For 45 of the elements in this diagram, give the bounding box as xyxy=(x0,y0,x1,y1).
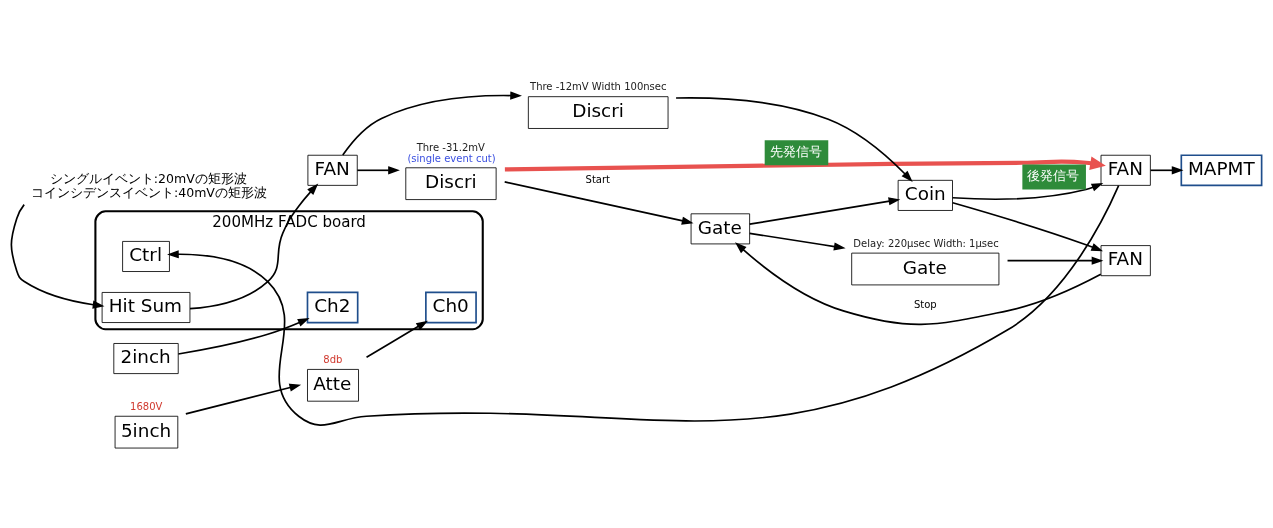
node-box: Discri xyxy=(527,96,669,129)
arrow xyxy=(1149,166,1184,175)
node-label: Thre -31.2mV xyxy=(416,141,485,153)
arrow xyxy=(951,202,1104,252)
arrow xyxy=(365,320,428,359)
node-box: FAN xyxy=(1100,245,1151,277)
node-box: MAPMT xyxy=(1180,154,1263,187)
edge-label: 先発信号 xyxy=(769,143,822,159)
node-label: 1680V xyxy=(130,401,163,413)
node-box: Discri xyxy=(405,167,497,200)
node-box: Gate xyxy=(690,213,751,245)
arrow xyxy=(951,183,1104,200)
arrow xyxy=(503,181,694,225)
arrow xyxy=(189,183,319,310)
arrow xyxy=(356,166,400,175)
arrow xyxy=(1006,256,1104,265)
node-text: シングルイベント:20mVの矩形波 コインシデンスイベント:40mVの矩形波 xyxy=(30,170,267,201)
node-box: Ch0 xyxy=(425,291,477,324)
node-label: 8db xyxy=(323,354,343,366)
arrow xyxy=(504,156,1106,172)
node-box: Ch2 xyxy=(306,291,359,324)
arrow xyxy=(167,184,1120,426)
node-label: (single event cut) xyxy=(407,152,496,164)
node-box: 5inch xyxy=(114,415,179,449)
node-box: FAN xyxy=(307,154,358,186)
node-box: Atte xyxy=(307,369,359,402)
edge-label: Start xyxy=(585,174,611,186)
edge-label: Stop xyxy=(913,299,937,311)
arrow xyxy=(748,232,846,251)
node-box: Coin xyxy=(897,179,953,211)
edge-label: 後発信号 xyxy=(1027,168,1080,184)
arrow xyxy=(177,318,310,355)
node-box: Ctrl xyxy=(122,241,170,272)
arrow xyxy=(10,203,105,309)
arrow xyxy=(675,97,913,182)
node-box: FAN xyxy=(1100,154,1151,186)
node-box: Gate xyxy=(851,252,1000,286)
arrow xyxy=(735,242,1102,326)
node-label: Thre -12mV Width 100nsec xyxy=(530,81,667,93)
node-label: Delay: 220µsec Width: 1µsec xyxy=(853,237,999,249)
arrow xyxy=(748,197,901,225)
node-box: Hit Sum xyxy=(101,292,191,323)
node-box: 2inch xyxy=(113,343,179,374)
arrow xyxy=(185,383,302,415)
arrow xyxy=(341,91,522,156)
